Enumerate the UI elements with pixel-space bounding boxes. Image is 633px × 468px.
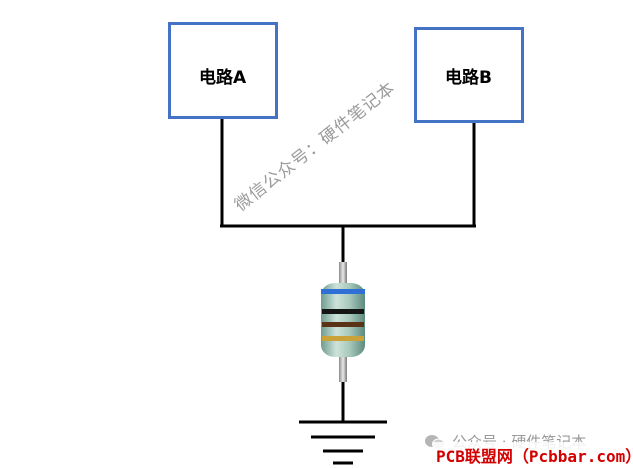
ground-symbol xyxy=(299,420,387,465)
resistor-body xyxy=(321,283,365,357)
resistor-lead-bottom xyxy=(339,352,347,382)
circuit-a-label: 电路A xyxy=(199,68,247,88)
wire-network xyxy=(220,118,476,422)
resistor-band-black xyxy=(322,309,364,314)
resistor-lead-top xyxy=(339,262,347,287)
resistor-band-gold xyxy=(322,336,364,341)
resistor-band-blue xyxy=(321,289,365,294)
site-credit: PCB联盟网（Pcbbar.com） xyxy=(433,442,633,468)
resistor xyxy=(321,262,365,382)
circuit-b-label: 电路B xyxy=(445,68,492,88)
circuit-a-box: 电路A xyxy=(168,22,278,119)
circuit-b-box: 电路B xyxy=(414,27,524,123)
resistor-band-brown xyxy=(322,322,364,327)
